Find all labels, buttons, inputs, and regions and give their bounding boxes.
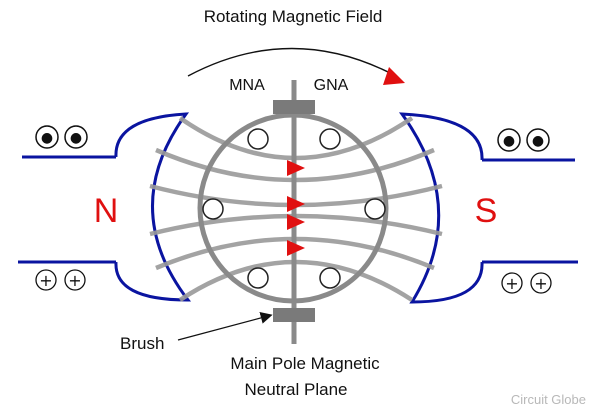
right-cross-conductor-1 (501, 272, 523, 294)
flux-arrow-4 (287, 240, 305, 256)
right-dot-conductors: ● ● (497, 128, 550, 152)
dot-icon: ● (70, 130, 82, 146)
flux-arrow-1 (287, 160, 305, 176)
flux-arrow-2 (287, 196, 305, 212)
flux-direction-arrows (287, 160, 305, 256)
diagram-title: Rotating Magnetic Field (204, 7, 383, 26)
cross-icon: + (505, 274, 518, 293)
conductor-mid-left (202, 198, 224, 220)
mna-label: MNA (229, 77, 265, 94)
cross-icon: + (534, 274, 547, 293)
south-pole-shoe (398, 112, 484, 304)
conductor-mid-right (364, 198, 386, 220)
right-dot-conductor-1 (497, 128, 521, 152)
left-cross-conductor-2 (64, 269, 86, 291)
cross-icon: + (39, 271, 52, 290)
left-dot-conductors: ● ● (35, 125, 88, 149)
brush-label: Brush (120, 334, 164, 353)
gna-label: GNA (314, 77, 349, 94)
flux-arrow-3 (287, 214, 305, 230)
conductor-bottom-right (319, 267, 341, 289)
top-brush (273, 100, 315, 114)
conductor-top-right (319, 128, 341, 150)
south-pole-label: S (475, 192, 498, 230)
neutral-plane-caption-line2: Neutral Plane (244, 380, 347, 399)
conductor-bottom-left (247, 267, 269, 289)
dot-icon: ● (532, 133, 544, 149)
north-pole-shoe (114, 112, 192, 302)
cross-icon: + (68, 271, 81, 290)
left-dot-conductor-2 (64, 125, 88, 149)
right-cross-conductor-2 (530, 272, 552, 294)
left-cross-conductor-1 (35, 269, 57, 291)
left-cross-conductors: + + (35, 269, 86, 291)
north-pole-label: N (94, 192, 119, 230)
brush-leader-line (177, 312, 273, 341)
right-cross-conductors: + + (501, 272, 552, 294)
right-dot-conductor-2 (526, 128, 550, 152)
left-dot-conductor-1 (35, 125, 59, 149)
neutral-plane-caption-line1: Main Pole Magnetic (230, 354, 380, 373)
dot-icon: ● (41, 130, 53, 146)
rotation-arc (187, 47, 393, 77)
watermark: Circuit Globe (511, 392, 586, 407)
dot-icon: ● (503, 133, 515, 149)
rotation-arrowhead (383, 67, 405, 85)
armature-conductors (202, 128, 386, 289)
conductor-top-left (247, 128, 269, 150)
bottom-brush (273, 308, 315, 322)
